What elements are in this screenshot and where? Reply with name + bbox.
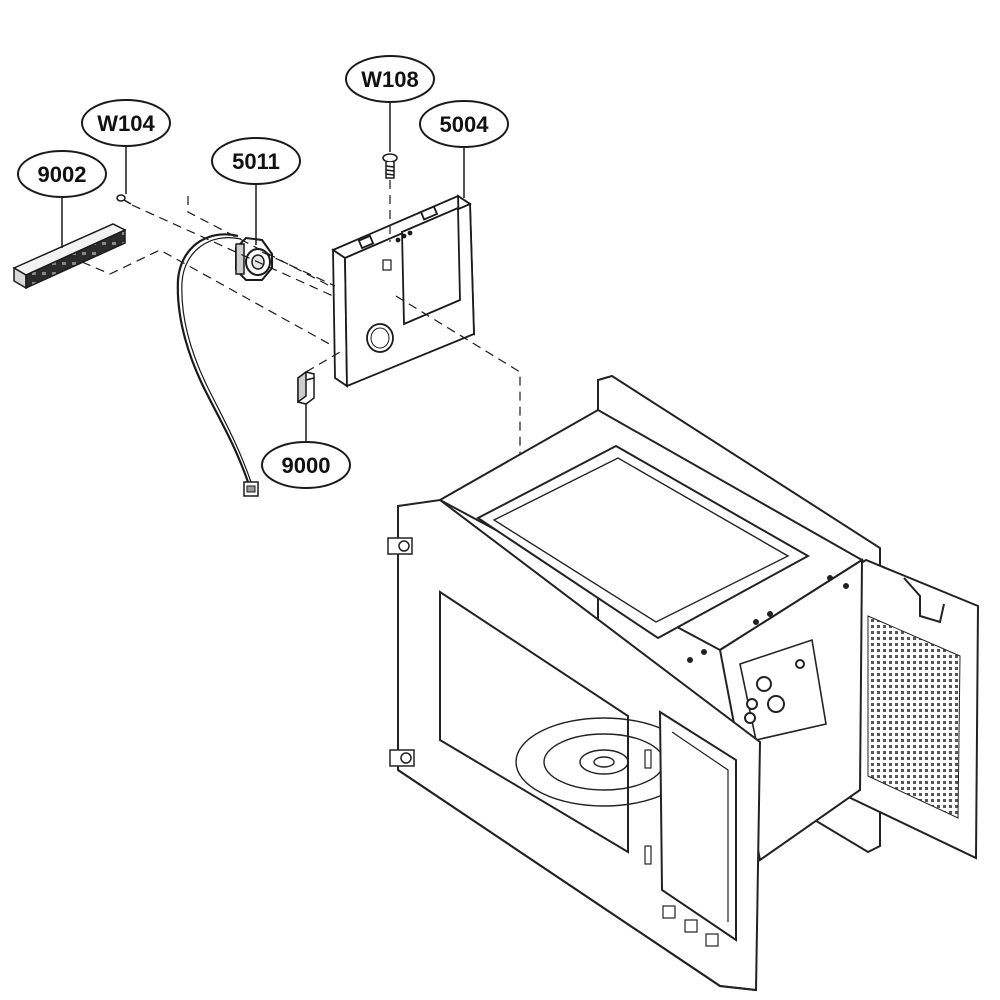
part-5004-bracket[interactable] <box>331 194 475 388</box>
part-w108-screw[interactable] <box>382 153 398 179</box>
callout-5004: 5004 <box>419 100 509 198</box>
hinge-lower <box>389 749 415 767</box>
part-w104-screw[interactable] <box>116 194 132 205</box>
part-9000-clip[interactable] <box>297 370 315 405</box>
callout-w108-label: W108 <box>361 67 418 92</box>
callout-5004-label: 5004 <box>440 112 490 137</box>
cavity-control-window <box>658 710 737 942</box>
assembly-dashed-lines <box>81 180 521 470</box>
hinge-upper <box>387 537 413 555</box>
callout-9002-label: 9002 <box>38 162 87 187</box>
callout-w108: W108 <box>345 55 435 152</box>
callout-9000: 9000 <box>261 404 351 489</box>
callout-5011: 5011 <box>211 137 301 245</box>
callout-9002: 9002 <box>17 150 107 248</box>
cavity-front-opening <box>439 590 629 854</box>
part-cavity-assembly[interactable] <box>387 374 980 992</box>
cavity-mesh-area <box>867 615 961 819</box>
callout-5011-label: 5011 <box>232 149 280 174</box>
callout-w104-label: W104 <box>97 111 155 136</box>
callout-w104: W104 <box>81 99 171 194</box>
callout-9000-label: 9000 <box>282 453 331 478</box>
part-9002-gasket-strip[interactable] <box>12 223 127 290</box>
part-5011-sensor-harness[interactable] <box>176 233 273 497</box>
